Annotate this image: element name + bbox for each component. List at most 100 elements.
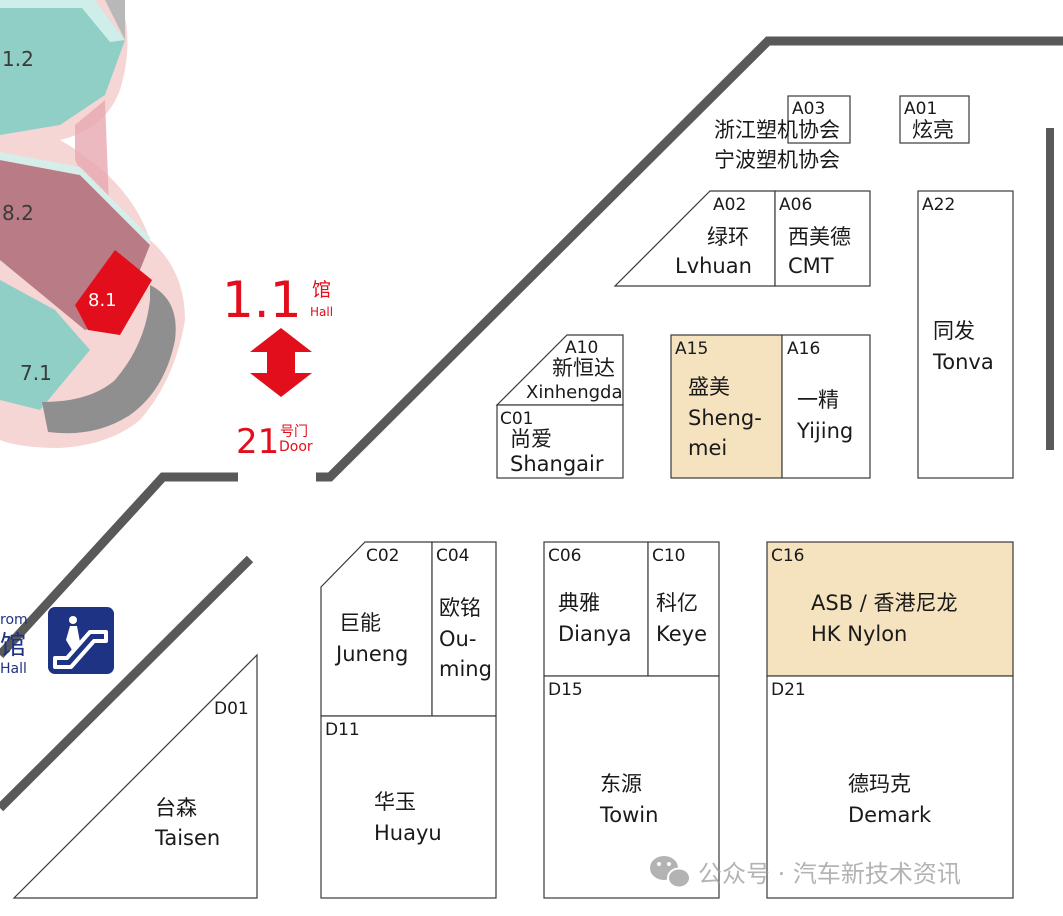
door-cn: 号门 bbox=[280, 424, 308, 440]
escalator-icon bbox=[48, 607, 114, 674]
booth-en: Yijing bbox=[796, 419, 853, 443]
booth-id: D01 bbox=[214, 699, 249, 719]
booth-en: Demark bbox=[848, 803, 932, 827]
booth-id: A16 bbox=[787, 339, 820, 359]
booth-cn: 尚爱 bbox=[510, 427, 552, 451]
booth-a03[interactable]: A03 浙江塑机协会 宁波塑机协会 bbox=[714, 95, 851, 172]
booth-c02[interactable]: C02 巨能 Juneng bbox=[320, 541, 433, 717]
booth-c06[interactable]: C06 典雅 Dianya bbox=[543, 541, 649, 677]
watermark: 公众号 · 汽车新技术资讯 bbox=[650, 856, 961, 889]
booth-a15[interactable]: A15 盛美 Sheng- mei bbox=[670, 334, 783, 479]
booth-id: A22 bbox=[922, 195, 955, 215]
hall-label-8-1: 8.1 bbox=[88, 290, 117, 311]
hall-1-2-shape bbox=[0, 0, 125, 135]
booth-cn: 科亿 bbox=[656, 591, 698, 615]
booth-d11[interactable]: D11 华玉 Huayu bbox=[320, 715, 497, 899]
booth-cn: 西美德 bbox=[788, 225, 851, 249]
booth-id: C01 bbox=[500, 409, 534, 429]
booth-id: D11 bbox=[325, 720, 360, 740]
booth-cn-1: 浙江塑机协会 bbox=[714, 118, 840, 142]
booth-id: C16 bbox=[771, 546, 805, 566]
booth-id: C04 bbox=[436, 546, 470, 566]
hall-7-1-shape bbox=[0, 280, 90, 410]
booth-id: A06 bbox=[779, 195, 812, 215]
booth-en: Taisen bbox=[154, 826, 220, 850]
booth-c04[interactable]: C04 欧铭 Ou- ming bbox=[431, 541, 497, 717]
booth-id: A02 bbox=[713, 195, 746, 215]
booth-c16[interactable]: C16 ASB / 香港尼龙 HK Nylon bbox=[766, 541, 1014, 677]
wall-upper bbox=[316, 36, 1063, 482]
booth-en: Lvhuan bbox=[675, 254, 752, 278]
from-en: Hall bbox=[0, 661, 27, 677]
booth-cn: 德玛克 bbox=[848, 772, 911, 796]
hall-number: 1.1 bbox=[222, 271, 302, 329]
booth-cn: 台森 bbox=[155, 796, 197, 820]
booth-en: Huayu bbox=[374, 821, 442, 845]
neighbor-halls: 1.2 8.2 8.1 7.1 bbox=[0, 0, 185, 448]
booth-en-2: ming bbox=[439, 657, 492, 681]
booth-en-1: Sheng- bbox=[688, 406, 762, 430]
booth-d01[interactable]: D01 台森 Taisen bbox=[12, 653, 258, 899]
booth-d21[interactable]: D21 德玛克 Demark bbox=[766, 675, 1014, 899]
booth-en: Shangair bbox=[510, 452, 604, 476]
booth-en: Xinhengda bbox=[526, 382, 623, 403]
booth-cn: 绿环 bbox=[707, 225, 749, 249]
booth-cn: 炫亮 bbox=[912, 118, 954, 142]
hall-8-1-shape bbox=[75, 250, 152, 335]
booth-id: A15 bbox=[675, 339, 708, 359]
booth-line-2: HK Nylon bbox=[811, 622, 907, 646]
double-arrow-icon bbox=[250, 328, 312, 397]
wall-lower bbox=[0, 555, 254, 812]
hall-label-8-2: 8.2 bbox=[2, 201, 34, 225]
hall-en: Hall bbox=[310, 305, 333, 319]
booth-id: C10 bbox=[652, 546, 686, 566]
booth-c01[interactable]: C01 尚爱 Shangair bbox=[496, 404, 624, 479]
booths-zone-cd: C02 巨能 Juneng C04 欧铭 Ou- ming D11 华玉 Hua… bbox=[12, 541, 1014, 899]
booths-zone-a: A03 浙江塑机协会 宁波塑机协会 A01 炫亮 A02 绿环 Lvhuan A… bbox=[495, 95, 1014, 479]
booth-a01[interactable]: A01 炫亮 bbox=[899, 95, 970, 144]
walls bbox=[0, 36, 1063, 812]
booth-cn: 一精 bbox=[797, 388, 839, 412]
booth-en-2: mei bbox=[688, 436, 727, 460]
booth-cn: 同发 bbox=[933, 319, 975, 343]
from-hall-sign: rom 馆 Hall bbox=[0, 607, 114, 677]
from-cn: 馆 bbox=[0, 631, 26, 661]
wechat-icon bbox=[650, 856, 691, 889]
booth-a02[interactable]: A02 绿环 Lvhuan bbox=[613, 190, 776, 287]
booth-cn: 欧铭 bbox=[439, 596, 481, 620]
booth-a16[interactable]: A16 一精 Yijing bbox=[781, 334, 871, 479]
door-en: Door bbox=[279, 439, 313, 455]
booth-a22[interactable]: A22 同发 Tonva bbox=[917, 190, 1014, 479]
from-label: rom bbox=[0, 612, 28, 628]
hall-cn: 馆 bbox=[312, 279, 331, 301]
booth-cn: 典雅 bbox=[558, 591, 600, 615]
wall-middle bbox=[0, 472, 238, 659]
booth-id: C02 bbox=[366, 546, 400, 566]
booth-cn: 巨能 bbox=[339, 611, 381, 635]
door-number: 21 bbox=[236, 422, 279, 462]
booth-cn-2: 宁波塑机协会 bbox=[714, 148, 840, 172]
booth-en: Juneng bbox=[334, 642, 408, 666]
watermark-text: 公众号 · 汽车新技术资讯 bbox=[698, 860, 961, 888]
hall-label-1-2: 1.2 bbox=[2, 47, 34, 71]
booth-a10[interactable]: A10 新恒达 Xinhengda bbox=[495, 334, 624, 406]
booth-id: A01 bbox=[904, 99, 937, 119]
booth-id: C06 bbox=[548, 546, 582, 566]
hall-1-1-marker: 1.1 馆 Hall 21 号门 Door bbox=[222, 271, 333, 462]
booth-line-1: ASB / 香港尼龙 bbox=[811, 591, 958, 615]
booth-cn: 新恒达 bbox=[552, 356, 615, 380]
booth-en: Dianya bbox=[558, 622, 631, 646]
booth-a06[interactable]: A06 西美德 CMT bbox=[774, 190, 871, 287]
booth-en: CMT bbox=[788, 254, 834, 278]
booth-id: D21 bbox=[771, 680, 806, 700]
booth-d15[interactable]: D15 东源 Towin bbox=[543, 675, 720, 899]
booth-id: D15 bbox=[548, 680, 583, 700]
booth-cn: 东源 bbox=[600, 772, 642, 796]
booth-c10[interactable]: C10 科亿 Keye bbox=[647, 541, 720, 677]
booth-en-1: Ou- bbox=[439, 627, 476, 651]
booth-cn: 华玉 bbox=[374, 790, 416, 814]
booth-en: Towin bbox=[599, 803, 658, 827]
booth-en: Keye bbox=[656, 622, 707, 646]
booth-cn: 盛美 bbox=[688, 375, 730, 399]
